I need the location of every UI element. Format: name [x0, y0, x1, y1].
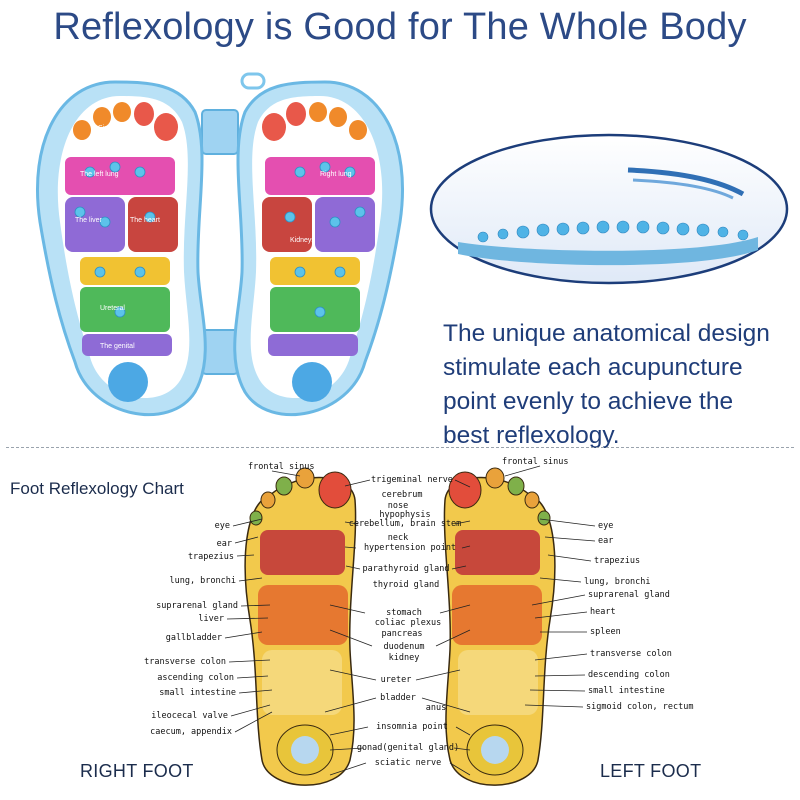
center-label-hypertension-point: hypertension point: [364, 543, 456, 553]
center-label-parathyroid-gland: parathyroid gland: [363, 564, 450, 574]
center-label-anus: anus: [426, 703, 446, 713]
right-label-ileocecal-valve: ileocecal valve: [151, 711, 228, 721]
center-label-kidney: kidney: [389, 653, 420, 663]
right-label-trapezius: trapezius: [188, 552, 234, 562]
left-label-spleen: spleen: [590, 627, 621, 637]
right-label-caecum-appendix: caecum, appendix: [150, 727, 232, 737]
center-label-cerebellum: cerebellum, brain stem: [349, 519, 462, 529]
mat-label-kidneys: Kidneys: [290, 237, 315, 244]
label-frontal-sinus-left: frontal sinus: [502, 457, 569, 467]
center-label-hypophysis: hypophysis: [379, 510, 430, 520]
center-label-thyroid-gland: thyroid gland: [373, 580, 440, 590]
headline: Reflexology is Good for The Whole Body: [53, 6, 747, 48]
left-label-lung-bronchi: lung, bronchi: [584, 577, 651, 587]
left-label-suprarenal-gland: suprarenal gland: [588, 590, 670, 600]
left-label-sigmoid-colon: sigmoid colon, rectum: [586, 702, 693, 712]
center-label-pancreas: pancreas: [382, 629, 423, 639]
center-label-sciatic-nerve: sciatic nerve: [375, 758, 442, 768]
center-label-duodenum: duodenum: [384, 642, 425, 652]
mat-label-sinus: Sinus: [98, 125, 116, 132]
right-label-gallbladder: gallbladder: [166, 633, 222, 643]
center-label-cerebrum: cerebrum: [382, 490, 423, 500]
label-frontal-sinus-right: frontal sinus: [248, 462, 315, 472]
center-label-ureter: ureter: [381, 675, 412, 685]
mat-label-liver: The liver: [75, 217, 103, 224]
center-label-neck: neck: [388, 533, 408, 543]
description-line: The unique anatomical design: [443, 320, 770, 347]
right-label-ascending-colon: ascending colon: [157, 673, 234, 683]
center-label-coliac-plexus: coliac plexus: [375, 618, 442, 628]
left-foot-label: LEFT FOOT: [600, 761, 702, 781]
right-label-ear: ear: [217, 539, 232, 549]
mat-side-view-image: [429, 133, 789, 285]
center-label-bladder: bladder: [380, 693, 416, 703]
right-label-small-intestine: small intestine: [159, 688, 236, 698]
right-label-lung-bronchi: lung, bronchi: [169, 576, 236, 586]
center-label-trigeminal-nerve: trigeminal nerve: [371, 475, 453, 485]
mat-label-genital: The genital: [100, 343, 135, 350]
left-label-heart: heart: [590, 607, 616, 617]
mat-label-ureteral: Ureteral: [100, 305, 125, 312]
center-label-gonad: gonad(genital gland): [357, 743, 459, 753]
right-label-suprarenal-gland: suprarenal gland: [156, 601, 238, 611]
section-divider: [6, 447, 794, 448]
left-label-ear: ear: [598, 536, 613, 546]
chart-title: Foot Reflexology Chart: [10, 479, 184, 498]
left-label-transverse-colon: transverse colon: [590, 649, 672, 659]
reflexology-chart: frontal sinus frontal sinus eye ear trap…: [144, 457, 693, 786]
right-label-transverse-colon: transverse colon: [144, 657, 226, 667]
mat-label-left-lung: The left lung: [80, 171, 119, 178]
mat-label-heart: The heart: [130, 217, 160, 224]
description-line: stimulate each acupuncture: [443, 354, 743, 381]
description-line: best reflexology.: [443, 422, 620, 449]
center-label-stomach: stomach: [386, 608, 422, 618]
right-label-eye: eye: [215, 521, 230, 531]
left-label-small-intestine: small intestine: [588, 686, 665, 696]
right-foot-label: RIGHT FOOT: [80, 761, 194, 781]
mat-label-right-lung: Right lung: [320, 171, 352, 178]
left-label-trapezius: trapezius: [594, 556, 640, 566]
left-label-descending-colon: descending colon: [588, 670, 670, 680]
reflexology-mat-image: Sinus The liver The heart Kidneys Ureter…: [35, 72, 405, 416]
product-description: The unique anatomical design stimulate e…: [443, 317, 783, 453]
right-label-liver: liver: [198, 614, 224, 624]
description-line: point evenly to achieve the: [443, 388, 734, 415]
center-label-nose: nose: [388, 501, 408, 511]
center-label-insomnia-point: insomnia point: [376, 722, 448, 732]
left-label-eye: eye: [598, 521, 613, 531]
